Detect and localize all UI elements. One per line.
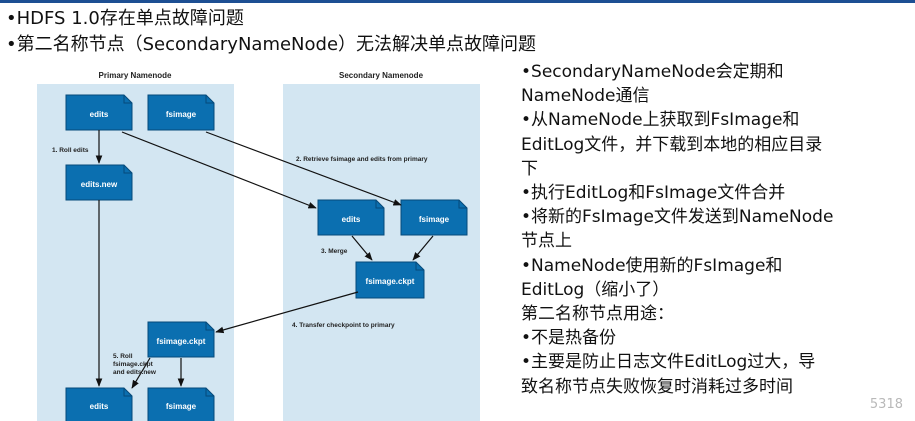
fsimage-ckpt-secondary-label: fsimage.ckpt <box>366 277 415 286</box>
primary-title: Primary Namenode <box>99 71 172 80</box>
text-line: •主要是防止日志文件EditLog过大，导 <box>521 352 816 373</box>
fsimage-bottom-label: fsimage <box>166 402 197 411</box>
text-line: 下 <box>521 158 538 179</box>
fsimage-ckpt-primary-label: fsimage.ckpt <box>157 337 206 346</box>
doc-edits-secondary: edits <box>317 199 385 236</box>
doc-fsimage-ckpt-secondary: fsimage.ckpt <box>355 261 425 299</box>
step-1-label: 1. Roll edits <box>52 147 89 154</box>
text-line: •执行EditLog和FsImage文件合并 <box>521 183 786 204</box>
fsimage-top-label: fsimage <box>166 110 197 119</box>
text-line: 第二名称节点用途： <box>521 304 674 325</box>
text-line: NameNode通信 <box>521 86 650 107</box>
text-line: •将新的FsImage文件发送到NameNode <box>521 207 834 228</box>
text-line: EditLog（缩小了） <box>521 279 670 300</box>
text-line: 节点上 <box>521 231 572 252</box>
primary-panel <box>37 84 234 421</box>
doc-fsimage-ckpt-primary: fsimage.ckpt <box>147 321 215 358</box>
doc-fsimage-secondary: fsimage <box>400 199 468 236</box>
watermark: 5318 <box>869 397 903 412</box>
step-4-label: 4. Transfer checkpoint to primary <box>292 322 395 329</box>
secondary-panel <box>283 84 480 421</box>
doc-edits-bottom: edits <box>65 387 133 421</box>
doc-edits-top: edits <box>65 94 133 131</box>
edits-top-label: edits <box>90 110 109 119</box>
step-2-label: 2. Retrieve fsimage and edits from prima… <box>296 156 428 163</box>
step-5-label-line3: and edits.new <box>113 369 157 376</box>
text-line: •SecondaryNameNode会定期和 <box>521 62 784 82</box>
step-5-label-line1: 5. Roll <box>113 353 133 360</box>
text-line: 致名称节点失败恢复时消耗过多时间 <box>521 376 793 397</box>
edits-secondary-label: edits <box>342 215 361 224</box>
text-line: •从NameNode上获取到FsImage和 <box>521 110 800 131</box>
text-line: •NameNode使用新的FsImage和 <box>521 255 783 276</box>
arrow-merge-fsimage <box>412 235 434 261</box>
step-3-label: 3. Merge <box>321 248 348 255</box>
doc-fsimage-bottom: fsimage <box>147 387 215 421</box>
doc-edits-new: edits.new <box>65 164 133 201</box>
explanation-text: •SecondaryNameNode会定期和 NameNode通信 •从Name… <box>521 60 911 399</box>
heading-line-1: •HDFS 1.0存在单点故障问题 <box>6 8 244 29</box>
secondary-title: Secondary Namenode <box>339 71 424 80</box>
text-line: EditLog文件，并下载到本地的相应目录 <box>521 134 823 155</box>
step-5-label-line2: fsimage.ckpt <box>113 361 154 368</box>
edits-bottom-label: edits <box>90 402 109 411</box>
doc-fsimage-top: fsimage <box>147 94 215 131</box>
fsimage-secondary-label: fsimage <box>419 215 450 224</box>
arrow-retrieve-edits <box>121 131 317 209</box>
arrow-retrieve-fsimage <box>205 131 402 206</box>
arrow-ckpt-to-edits <box>131 357 151 389</box>
arrow-merge-edits <box>351 235 373 261</box>
top-accent-bar <box>0 0 915 3</box>
edits-new-label: edits.new <box>81 180 118 189</box>
arrow-transfer-checkpoint <box>215 291 359 334</box>
checkpoint-diagram: Primary Namenode Secondary Namenode edit… <box>37 71 480 421</box>
text-line: •不是热备份 <box>521 328 617 349</box>
heading-line-2: •第二名称节点（SecondaryNameNode）无法解决单点故障问题 <box>6 34 537 55</box>
